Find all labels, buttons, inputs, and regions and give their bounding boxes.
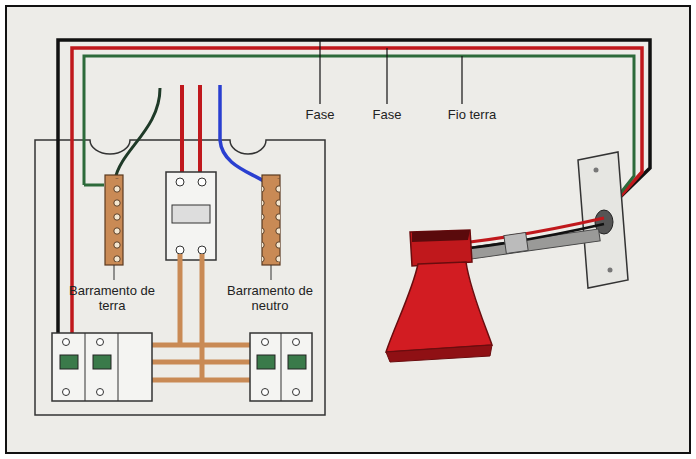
shower-top [412, 230, 470, 242]
busbar-holes [105, 178, 123, 262]
branch-breaker [250, 333, 312, 401]
shower-body [386, 262, 492, 352]
panel-box [35, 140, 325, 415]
shower-head [410, 230, 472, 266]
shower-rim [386, 345, 492, 362]
busbar-label: Barramento de terra [67, 283, 157, 313]
wire-label: Fase [295, 107, 345, 122]
phase-wire [72, 48, 642, 350]
phase-wire [58, 40, 650, 355]
breaker-lever [172, 205, 210, 223]
leader-line [114, 265, 115, 280]
wall-plate [578, 152, 628, 288]
busbar-label: Barramento de neutro [225, 283, 315, 313]
phase-feed [198, 85, 202, 178]
neutral-feed [220, 85, 265, 182]
busbar-holes [262, 178, 280, 262]
shower-cable [470, 224, 604, 248]
earth-feed [115, 88, 160, 180]
frame [6, 6, 690, 453]
leader-line [319, 40, 320, 104]
phase-feed [180, 85, 184, 178]
neutral-busbar [262, 175, 280, 265]
leader-line [271, 265, 272, 280]
earth-busbar [105, 175, 123, 265]
earth-wire [84, 184, 104, 187]
wire-label: Fase [362, 107, 412, 122]
main-breaker [166, 172, 216, 260]
leader-line [386, 48, 387, 104]
branch-breaker [52, 333, 152, 401]
leader-line [461, 56, 462, 104]
copper-bar [178, 254, 183, 345]
wire-label: Fio terra [432, 107, 512, 122]
arm-nut [504, 233, 528, 254]
